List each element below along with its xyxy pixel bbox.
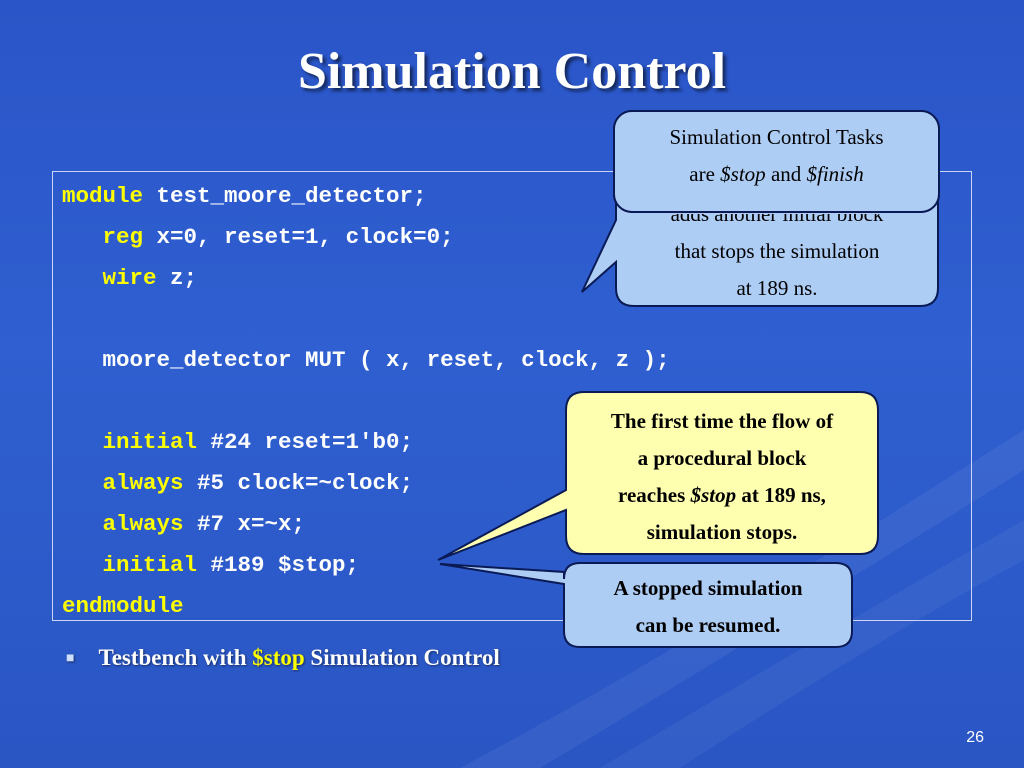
callout-flow: The first time the flow of a procedural …: [566, 403, 878, 551]
code-text: z;: [156, 265, 198, 291]
callout-tasks-line: Simulation Control Tasks: [669, 125, 884, 149]
slide-title: Simulation Control: [297, 43, 727, 100]
page-number: 26: [966, 729, 984, 746]
callout-hidden: adds another initial block that stops th…: [616, 202, 938, 307]
bullet-highlight: $stop: [252, 645, 305, 670]
code-line-11: endmodule: [62, 593, 184, 619]
code-text: #5 clock=~clock;: [183, 470, 414, 496]
keyword-endmodule: endmodule: [62, 593, 184, 619]
keyword-initial: initial: [102, 552, 198, 578]
callout-text: are: [689, 162, 721, 186]
code-text: #189 $stop;: [197, 552, 360, 578]
callout-resume: A stopped simulation can be resumed.: [564, 570, 852, 644]
callout-flow-shape: [437, 391, 879, 561]
callout-text: at 189 ns,: [736, 483, 826, 507]
bullet-item: ■ Testbench with $stop Simulation Control: [66, 645, 500, 671]
callout-hidden-line: that stops the simulation: [674, 239, 880, 263]
code-text: moore_detector MUT ( x, reset, clock, z …: [102, 347, 670, 373]
callout-finish-term: $finish: [806, 162, 864, 186]
keyword-module: module: [62, 183, 144, 209]
callout-stop-term: $stop: [690, 483, 737, 507]
callout-hidden-line: adds another initial block: [670, 202, 884, 226]
code-line-10: initial #189 $stop;: [62, 552, 360, 578]
verilog-code: module test_moore_detector; reg x=0, res…: [62, 176, 670, 627]
code-line-1: module test_moore_detector;: [62, 183, 427, 209]
code-text: test_moore_detector;: [143, 183, 427, 209]
code-line-8: always #5 clock=~clock;: [62, 470, 414, 496]
callout-flow-line: reaches $stop at 189 ns,: [566, 477, 878, 514]
callout-tasks-line: are $stop and $finish: [614, 156, 939, 193]
callout-resume-shape: [439, 562, 853, 648]
code-text: x=0, reset=1, clock=0;: [143, 224, 454, 250]
keyword-always: always: [102, 511, 184, 537]
callout-tasks: Simulation Control Tasks are $stop and $…: [614, 119, 939, 193]
callout-stop-term: $stop: [720, 162, 766, 186]
code-text: #7 x=~x;: [183, 511, 306, 537]
bullet-text: Testbench with: [98, 645, 253, 670]
keyword-reg: reg: [102, 224, 144, 250]
callout-text: reaches: [618, 483, 691, 507]
callout-flow-line: a procedural block: [637, 446, 807, 470]
callout-hidden-line: at 189 ns.: [736, 276, 818, 300]
callout-flow-line: The first time the flow of: [610, 409, 834, 433]
code-line-3: wire z;: [62, 265, 198, 291]
keyword-always: always: [102, 470, 184, 496]
callout-resume-line: can be resumed.: [635, 613, 781, 637]
callout-flow-line: simulation stops.: [646, 520, 798, 544]
code-line-9: always #7 x=~x;: [62, 511, 306, 537]
keyword-wire: wire: [102, 265, 157, 291]
code-text: #24 reset=1'b0;: [197, 429, 414, 455]
square-bullet-icon: ■: [66, 651, 75, 666]
code-line-5: moore_detector MUT ( x, reset, clock, z …: [62, 347, 670, 373]
callout-text: and: [765, 162, 807, 186]
code-line-2: reg x=0, reset=1, clock=0;: [62, 224, 454, 250]
bullet-text: Simulation Control: [304, 645, 500, 670]
code-line-7: initial #24 reset=1'b0;: [62, 429, 414, 455]
callout-resume-line: A stopped simulation: [613, 576, 803, 600]
keyword-initial: initial: [102, 429, 198, 455]
code-box: [52, 171, 972, 621]
